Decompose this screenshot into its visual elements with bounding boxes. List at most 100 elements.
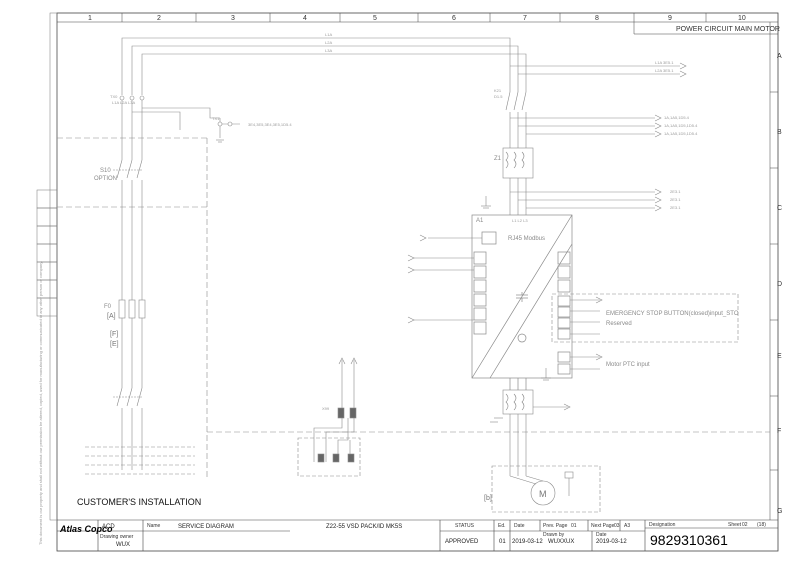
designation-label: Designation xyxy=(649,522,676,528)
out-ref-c1: 2E3.1 xyxy=(670,189,681,194)
format-value: A3 xyxy=(624,523,630,529)
row-strip: A B C D E F G xyxy=(769,22,782,520)
line-label-l1a: L1A xyxy=(325,32,332,37)
sto-box xyxy=(551,293,739,343)
ground-icon xyxy=(541,368,551,381)
title-block xyxy=(57,519,778,551)
tx0-sub: L1A L2A L3A xyxy=(112,100,135,105)
col-label: 10 xyxy=(738,15,746,22)
row-label: A xyxy=(777,53,782,60)
arrow-icon xyxy=(654,188,662,212)
date-value: 2019-03-12 xyxy=(512,539,543,545)
col-label: 3 xyxy=(231,15,235,22)
column-header: 1 2 3 4 5 6 7 8 9 10 xyxy=(57,13,778,23)
reserved-label: Reserved xyxy=(606,321,632,327)
modbus-label: RJ45 Modbus xyxy=(508,236,545,242)
tx1-feed xyxy=(132,107,240,138)
drawing-frame xyxy=(56,12,779,552)
division: ACD xyxy=(102,524,115,530)
out-ref-b3: 1A,1A5,1D5,1D5.4 xyxy=(664,131,698,136)
emergency-stop-label: EMERGENCY STOP BUTTON(closed)input_STO xyxy=(606,311,739,317)
a1-inputs: L1 L2 L3 xyxy=(512,218,528,223)
ed-label: Ed. xyxy=(498,523,506,529)
s10-switch xyxy=(113,159,143,179)
z1-label: Z1 xyxy=(494,156,502,162)
bracket-e: [E] xyxy=(110,341,119,348)
s1-switch xyxy=(113,387,143,407)
motor-symbol: M xyxy=(539,489,547,499)
col-label: 4 xyxy=(303,15,307,22)
x99-label: X99 xyxy=(322,406,330,411)
drawn-by-label: Drawn by xyxy=(543,532,565,538)
tx1-label: TX1 xyxy=(212,116,220,121)
control-inputs xyxy=(407,234,482,324)
row-label: B xyxy=(777,129,782,136)
left-tabs xyxy=(36,189,58,317)
arrow-icon xyxy=(679,62,687,78)
drawing-owner: WUX xyxy=(116,542,130,548)
page-title-box: POWER CIRCUIT MAIN MOTOR xyxy=(633,22,780,35)
f0-label: F0 xyxy=(104,304,112,310)
legal-note: This document is our property and shall … xyxy=(38,261,43,545)
name-label: Name xyxy=(147,523,161,529)
tx1-terminals xyxy=(217,121,233,127)
k21-label: K21 xyxy=(494,88,502,93)
out-ref-b2: 1A,1A5,1D5,1D5.4 xyxy=(664,123,698,128)
f0-fuses xyxy=(118,299,146,319)
line-label-l3a: L3A xyxy=(325,48,332,53)
a1-label: A1 xyxy=(476,218,484,224)
row-label: C xyxy=(777,205,782,212)
col-label: 5 xyxy=(373,15,377,22)
row-label: E xyxy=(777,353,782,360)
out-ref-c2: 2E3.1 xyxy=(670,197,681,202)
k21-contactor xyxy=(505,91,655,148)
col-label: 1 xyxy=(88,15,92,22)
tx0-label: TX0 xyxy=(110,94,118,99)
sheet-value: 02 xyxy=(742,522,748,528)
ptc-input xyxy=(570,353,603,370)
ground-icon xyxy=(216,139,224,143)
tx0-terminals xyxy=(119,95,145,101)
date-label: Date xyxy=(514,523,525,529)
output-filter xyxy=(490,389,571,476)
product-name: Z22-55 VSD PACK/ID MK5S xyxy=(326,524,402,530)
sheet-label: Sheet xyxy=(728,522,742,528)
tx1-ref: 3E4,3E5,3E4,3E5,1D5.4 xyxy=(248,122,292,127)
out-ref-b1: 1A,1A5,1D5.4 xyxy=(664,115,690,120)
prev-page-value: 01 xyxy=(571,523,577,529)
out-ref-a1: L1A 3E5.1 xyxy=(655,60,674,65)
row-label: G xyxy=(777,508,782,515)
row-label: D xyxy=(777,281,782,288)
drawn-by-value: WUXXUX xyxy=(548,539,574,545)
atlas-copco-logo: Atlas Copco xyxy=(59,524,113,534)
ground-icon xyxy=(481,196,491,209)
b-label: [b] xyxy=(484,495,492,502)
bracket-a: [A] xyxy=(107,313,116,320)
col-label: 7 xyxy=(523,15,527,22)
out-ref-c3: 2E3.1 xyxy=(670,205,681,210)
option-label: OPTION xyxy=(94,176,117,182)
status-value: APPROVED xyxy=(445,539,479,545)
drawing-owner-label: Drawing owner xyxy=(100,534,134,540)
ed-value: 01 xyxy=(499,539,506,545)
out-ref-a2: L2A 3E5.1 xyxy=(655,68,674,73)
date2-value: 2019-03-12 xyxy=(596,539,627,545)
next-page-label: Next Page xyxy=(591,523,615,529)
date2-label: Date xyxy=(596,532,607,538)
bracket-f: [F] xyxy=(110,331,118,338)
designation-number: 9829310361 xyxy=(650,532,728,548)
supply-bus xyxy=(121,37,680,95)
customers-installation-label: CUSTOMER'S INSTALLATION xyxy=(77,497,201,507)
col-label: 9 xyxy=(668,15,672,22)
status-label: STATUS xyxy=(455,523,475,529)
customer-boundary xyxy=(57,137,770,478)
a1-drive xyxy=(471,214,573,390)
x99-terminals xyxy=(297,357,361,477)
row-label: F xyxy=(777,428,781,435)
sheet-total: (18) xyxy=(757,522,766,528)
next-page-value: 03 xyxy=(614,523,620,529)
k21-sub: D1.5 xyxy=(494,94,503,99)
motor-box xyxy=(491,465,601,513)
